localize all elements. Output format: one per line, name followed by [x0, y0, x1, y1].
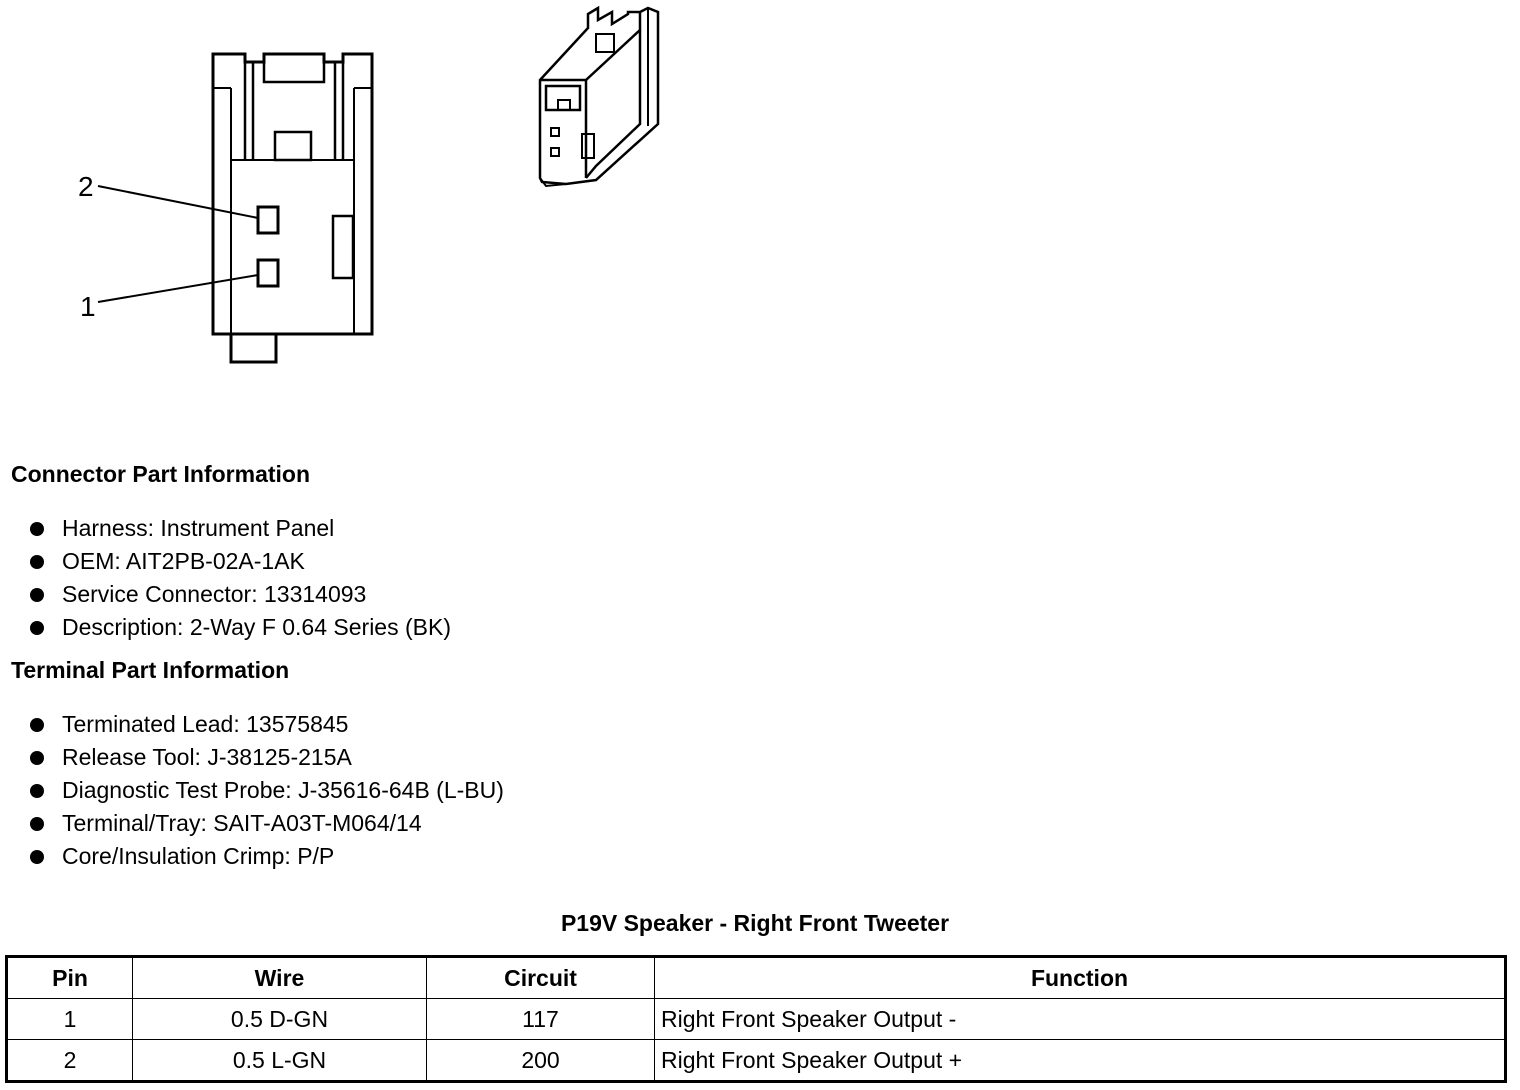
terminal-info-list: Terminated Lead: 13575845 Release Tool: …: [28, 708, 504, 873]
iso-cavity-mid: [550, 127, 560, 137]
table-header-row: Pin Wire Circuit Function: [6, 956, 1506, 999]
bullet-icon: [30, 588, 44, 602]
connector-info-list: Harness: Instrument Panel OEM: AIT2PB-02…: [28, 512, 451, 644]
list-item: Release Tool: J-38125-215A: [28, 741, 504, 774]
bullet-icon: [30, 718, 44, 732]
connector-drawing: 2 1: [78, 5, 660, 364]
cell-wire: 0.5 L-GN: [132, 1039, 427, 1082]
iso-cavity-bottom: [550, 147, 560, 157]
connector-info-heading: Connector Part Information: [11, 461, 311, 487]
column-header-function: Function: [654, 956, 1506, 999]
list-item: Diagnostic Test Probe: J-35616-64B (L-BU…: [28, 774, 504, 807]
bullet-icon: [30, 621, 44, 635]
pin-1-leader: [97, 274, 259, 303]
iso-side-key: [581, 133, 595, 159]
table-row: 1 0.5 D-GN 117 Right Front Speaker Outpu…: [6, 998, 1506, 1040]
bullet-icon: [30, 555, 44, 569]
list-item: Description: 2-Way F 0.64 Series (BK): [28, 611, 451, 644]
pin-2-cavity: [256, 205, 280, 235]
iso-cavity-top: [557, 99, 571, 111]
connector-isometric-view: [538, 5, 660, 188]
list-item: Terminated Lead: 13575845: [28, 708, 504, 741]
column-header-pin: Pin: [6, 956, 133, 999]
cell-wire: 0.5 D-GN: [132, 998, 427, 1040]
bullet-icon: [30, 817, 44, 831]
pin-2-label: 2: [78, 171, 94, 202]
bullet-icon: [30, 850, 44, 864]
cell-pin: 1: [6, 998, 133, 1040]
list-item: OEM: AIT2PB-02A-1AK: [28, 545, 451, 578]
pin-1-label: 1: [80, 291, 96, 322]
cell-circuit: 200: [426, 1039, 655, 1082]
bullet-icon: [30, 522, 44, 536]
cell-function: Right Front Speaker Output -: [654, 998, 1506, 1040]
pin-1-cavity: [256, 258, 280, 288]
bullet-icon: [30, 784, 44, 798]
pin-table: Pin Wire Circuit Function 1 0.5 D-GN 117…: [5, 955, 1507, 1083]
list-item: Service Connector: 13314093: [28, 578, 451, 611]
list-item: Terminal/Tray: SAIT-A03T-M064/14: [28, 807, 504, 840]
list-item: Core/Insulation Crimp: P/P: [28, 840, 504, 873]
bullet-icon: [30, 751, 44, 765]
pin-2-leader: [97, 185, 259, 219]
column-header-circuit: Circuit: [426, 956, 655, 999]
cell-pin: 2: [6, 1039, 133, 1082]
cell-function: Right Front Speaker Output +: [654, 1039, 1506, 1082]
cell-circuit: 117: [426, 998, 655, 1040]
column-header-wire: Wire: [132, 956, 427, 999]
list-item: Harness: Instrument Panel: [28, 512, 451, 545]
terminal-info-heading: Terminal Part Information: [11, 657, 290, 683]
connector-face-view: [97, 52, 374, 364]
table-row: 2 0.5 L-GN 200 Right Front Speaker Outpu…: [6, 1039, 1506, 1082]
pin-table-title: P19V Speaker - Right Front Tweeter: [560, 910, 950, 936]
